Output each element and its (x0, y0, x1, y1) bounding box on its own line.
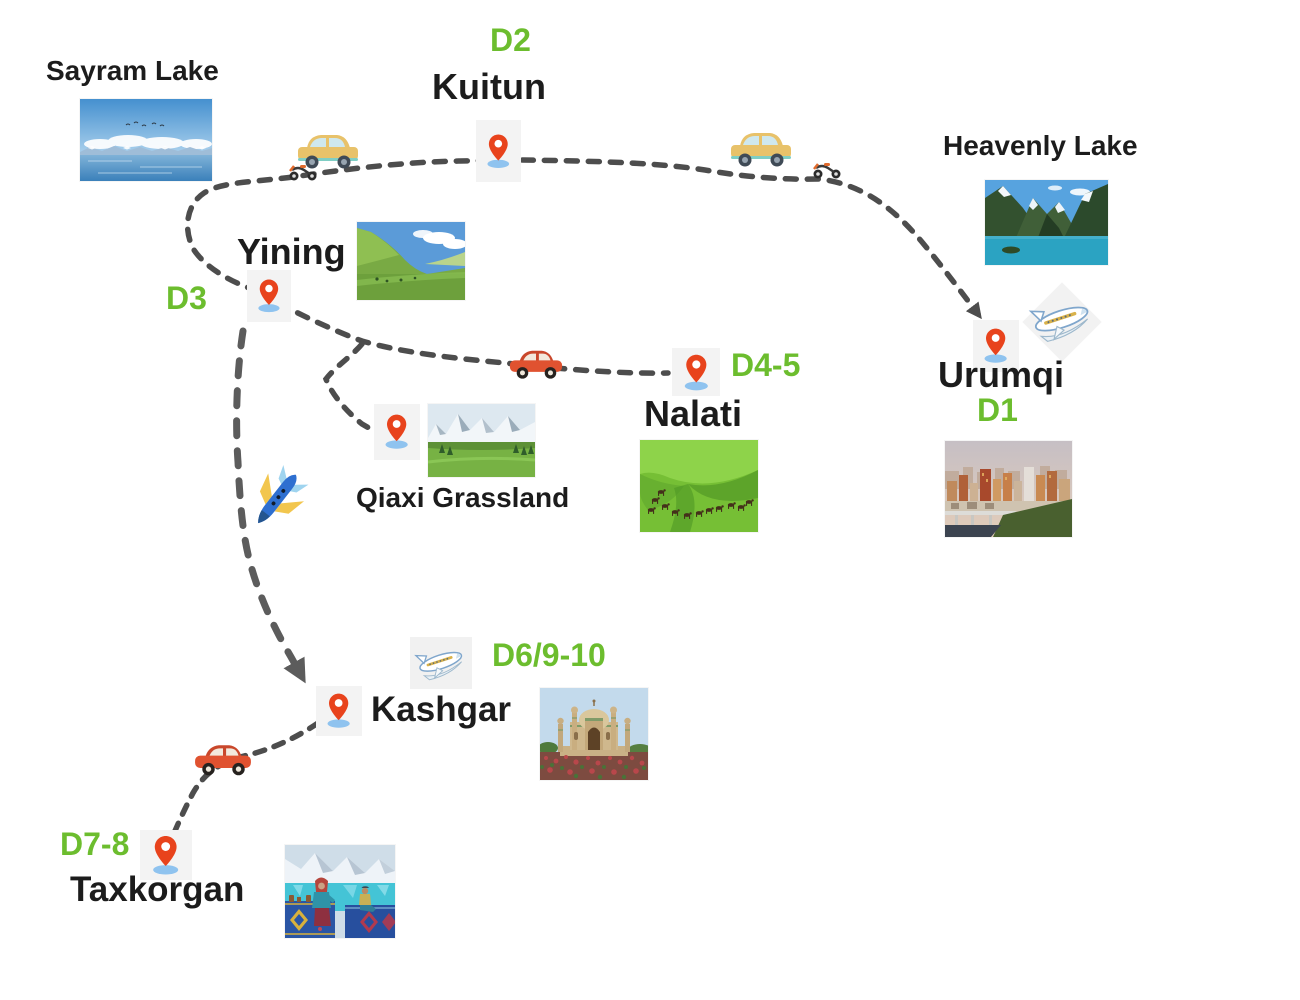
yining-pin (247, 270, 291, 322)
nalati-label: Nalati (644, 393, 743, 434)
heavenly-lake-photo (985, 180, 1108, 265)
urumqi-day-label: D1 (977, 392, 1018, 428)
route-qiaxi (322, 341, 377, 434)
kashgar-pin (316, 686, 362, 736)
kashgar-label: Kashgar (371, 690, 512, 729)
scooter-icon (810, 160, 844, 180)
kuitun-day-label: D2 (490, 22, 531, 58)
urumqi-label: Urumqi (938, 354, 1064, 395)
sitting-figure (359, 886, 376, 912)
kuitun-label: Kuitun (432, 66, 546, 107)
sayram-lake-label: Sayram Lake (46, 55, 219, 86)
scooter-icon (286, 162, 320, 182)
urumqi-pin (973, 320, 1019, 372)
route-nalati (275, 300, 671, 376)
location-pin-icon (153, 835, 179, 875)
yellow-car-icon (728, 124, 794, 170)
qiaxi-grassland-label: Qiaxi Grassland (356, 482, 570, 513)
standing-figure (312, 877, 335, 926)
blue-plane-icon (237, 458, 317, 541)
red-car-icon (508, 342, 564, 384)
route-kashgar (233, 327, 306, 684)
location-pin-icon (258, 279, 280, 313)
location-pin-icon (984, 329, 1008, 364)
red-car-icon (193, 736, 253, 781)
taxkorgan-day-label: D7-8 (60, 826, 130, 862)
qiaxi-grassland-photo (428, 404, 535, 477)
kuitun-pin (476, 120, 521, 182)
taxkorgan-photo (285, 845, 395, 938)
location-pin-icon (327, 694, 351, 729)
yining-valley-photo (357, 222, 465, 300)
nalati-pin (672, 348, 720, 396)
kashgar-day-label: D6/9-10 (492, 637, 606, 673)
route-north (184, 157, 982, 320)
taxkorgan-pin (140, 830, 192, 880)
yining-day-label: D3 (166, 280, 207, 316)
heavenly-lake-label: Heavenly Lake (943, 130, 1138, 161)
kashgar-mosque-photo (540, 688, 648, 780)
location-pin-icon (487, 134, 510, 168)
location-pin-icon (385, 415, 409, 450)
taxkorgan-label: Taxkorgan (70, 870, 245, 909)
white-plane-icon (1026, 292, 1098, 350)
nalati-photo (640, 440, 758, 532)
yining-label: Yining (237, 231, 346, 272)
sayram-lake-photo (80, 99, 212, 181)
white-plane-icon (410, 637, 472, 689)
urumqi-city-photo (945, 441, 1072, 537)
nalati-day-label: D4-5 (731, 347, 801, 383)
location-pin-icon (684, 354, 708, 390)
yellow-car-icon (295, 126, 361, 172)
qiaxi-pin (374, 404, 420, 460)
